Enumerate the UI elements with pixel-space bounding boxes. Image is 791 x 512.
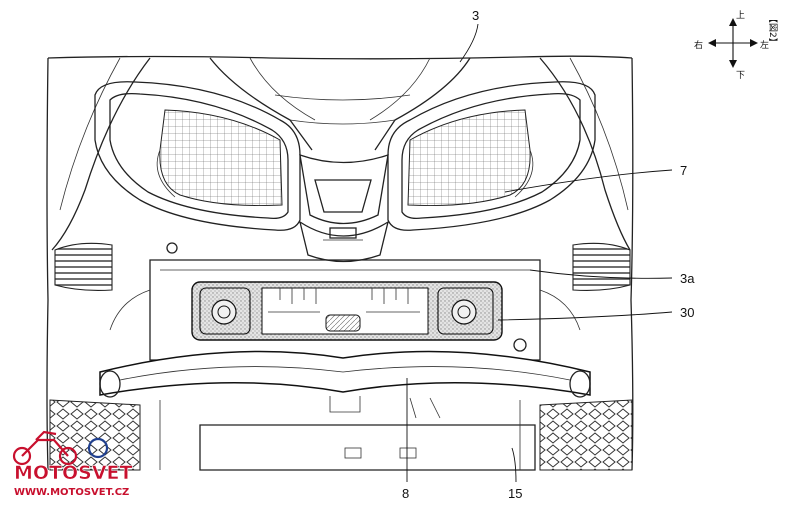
callout-7: 7 bbox=[680, 163, 687, 178]
compass-right: 右 bbox=[694, 39, 703, 51]
watermark-url: WWW.MOTOSVET.CZ bbox=[14, 487, 129, 498]
compass: 上 下 右 左 bbox=[694, 10, 769, 81]
motorcycle-logo-icon bbox=[12, 430, 109, 466]
figure-label: 【図2】 bbox=[767, 14, 778, 47]
headlight-left bbox=[94, 81, 301, 231]
arrow-right-icon bbox=[750, 39, 758, 47]
watermark-brand: MOTOSVET bbox=[14, 462, 133, 484]
lower-panel bbox=[159, 396, 536, 471]
nose-cowl bbox=[298, 154, 390, 263]
frame-outline bbox=[46, 55, 634, 471]
callout-3a: 3a bbox=[680, 271, 695, 286]
callout-15: 15 bbox=[508, 486, 522, 501]
cross-bar bbox=[99, 350, 591, 398]
callout-8: 8 bbox=[402, 486, 409, 501]
mounting-bracket bbox=[109, 242, 581, 361]
callout-3: 3 bbox=[472, 8, 479, 23]
lower-grille-left bbox=[49, 399, 141, 471]
lower-grille-right bbox=[539, 399, 633, 471]
side-vent-left bbox=[54, 242, 113, 291]
compass-down: 下 bbox=[736, 71, 745, 81]
headlight-right bbox=[387, 81, 596, 231]
arrow-left-icon bbox=[708, 39, 716, 47]
arrow-up-icon bbox=[729, 18, 737, 26]
compass-up: 上 bbox=[736, 10, 745, 21]
callout-30: 30 bbox=[680, 305, 694, 320]
watermark: MOTOSVET WWW.MOTOSVET.CZ bbox=[12, 430, 133, 498]
side-vent-right bbox=[572, 242, 631, 291]
svg-text:【図2】: 【図2】 bbox=[767, 14, 778, 47]
fairing-upper bbox=[51, 57, 631, 251]
compass-left: 左 bbox=[760, 39, 769, 51]
arrow-down-icon bbox=[729, 60, 737, 68]
leader-lines bbox=[406, 23, 673, 483]
control-unit bbox=[191, 281, 503, 341]
